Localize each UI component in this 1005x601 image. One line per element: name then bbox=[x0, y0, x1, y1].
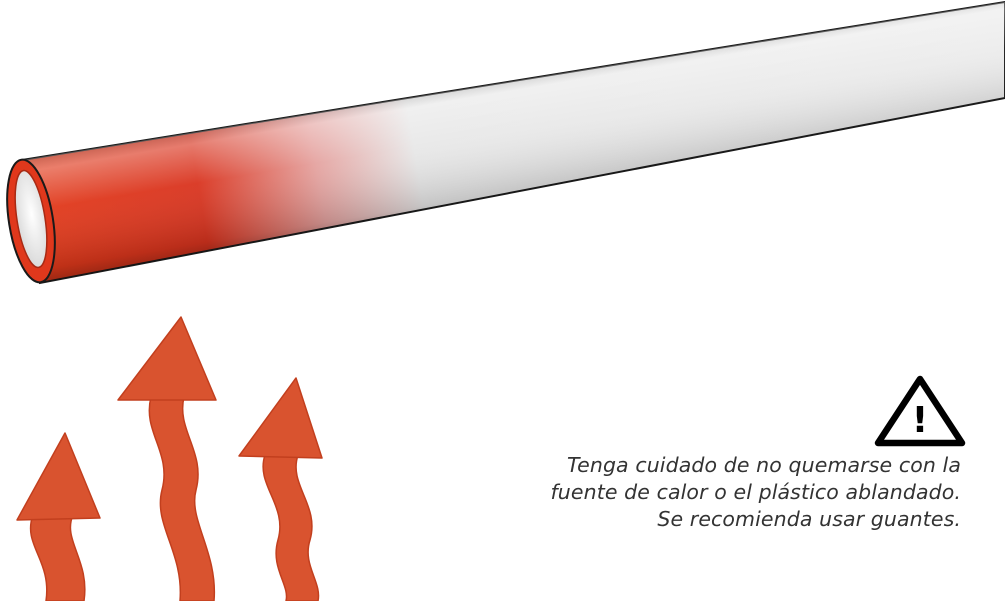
warning-message: Tenga cuidado de no quemarse con la fuen… bbox=[441, 452, 961, 533]
heat-arrow-right bbox=[238, 377, 323, 601]
heat-arrows bbox=[16, 316, 323, 601]
pipe-shading bbox=[22, 2, 1005, 283]
warning-triangle-icon: ! bbox=[874, 375, 966, 447]
pipe bbox=[6, 0, 1005, 285]
warning-line-3: Se recomienda usar guantes. bbox=[657, 507, 961, 531]
warning-line-2: fuente de calor o el plástico ablandado. bbox=[550, 480, 961, 504]
heat-arrow-middle bbox=[117, 316, 217, 601]
heat-arrow-left bbox=[16, 432, 101, 601]
warning-line-1: Tenga cuidado de no quemarse con la bbox=[567, 453, 961, 477]
pipe-opening bbox=[14, 169, 48, 269]
warning-exclamation: ! bbox=[912, 400, 928, 441]
